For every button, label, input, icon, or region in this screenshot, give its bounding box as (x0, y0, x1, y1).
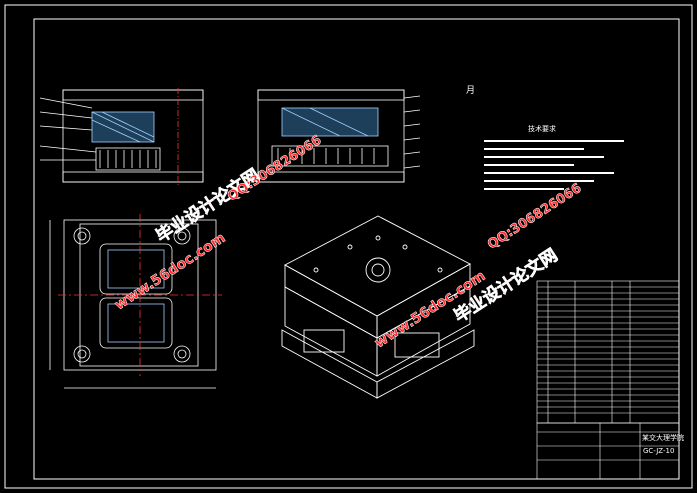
plan-view (49, 214, 222, 389)
title-block (536, 422, 680, 480)
outer-border (4, 4, 693, 489)
inner-frame (33, 18, 680, 480)
side-section-view (257, 89, 421, 183)
front-section-view (39, 88, 204, 186)
technical-notes (484, 140, 624, 190)
notes-heading: 技术要求 (528, 125, 556, 133)
title-block-drawing-number: GC-JZ-10 (643, 447, 675, 455)
isometric-mold-view (281, 215, 475, 399)
bill-of-materials (536, 280, 680, 424)
title-mark: 月 (466, 86, 476, 96)
title-block-school: 某交大理学院 (642, 434, 684, 442)
